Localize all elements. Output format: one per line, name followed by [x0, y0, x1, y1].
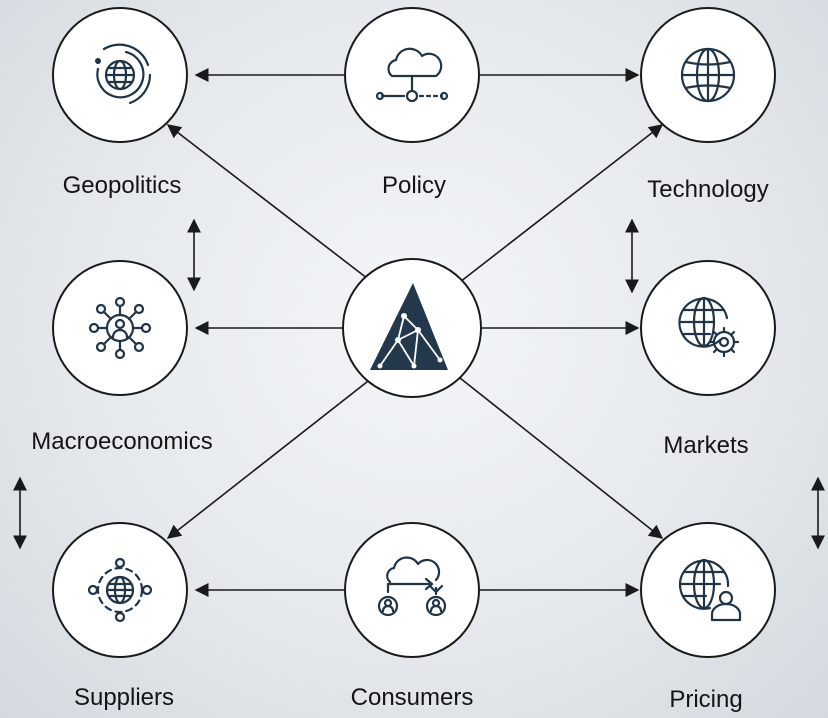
edges [13, 68, 825, 597]
node-technology [640, 7, 776, 143]
node-consumers [344, 522, 480, 658]
globe-person-icon [678, 558, 742, 622]
globe-icon [680, 47, 736, 103]
node-pricing [640, 522, 776, 658]
node-markets [640, 260, 776, 396]
globe-nodes-icon [87, 557, 153, 623]
triangle-network-logo [370, 283, 448, 370]
globe-gear-icon [678, 296, 740, 358]
label-technology: Technology [647, 176, 769, 203]
node-suppliers [52, 522, 188, 658]
label-policy: Policy [381, 172, 447, 199]
edge-center-pricing [459, 377, 664, 539]
label-pricing: Pricing [669, 686, 743, 713]
label-suppliers: Suppliers [73, 684, 175, 711]
node-geopolitics [52, 7, 188, 143]
label-consumers: Consumers [350, 684, 474, 711]
label-markets: Markets [663, 432, 749, 459]
node-center [342, 258, 482, 398]
globe-orbit-icon [95, 43, 152, 105]
person-network-icon [88, 296, 152, 360]
label-geopolitics: Geopolitics [62, 172, 182, 199]
node-policy [344, 7, 480, 143]
edge-center-technology [459, 124, 664, 283]
label-macroeconomics: Macroeconomics [31, 428, 213, 455]
cloud-network-icon [375, 47, 449, 103]
cloud-users-exchange-icon [377, 556, 447, 617]
edge-center-geopolitics [166, 124, 373, 283]
node-macroeconomics [52, 260, 188, 396]
edge-center-suppliers [166, 377, 373, 539]
